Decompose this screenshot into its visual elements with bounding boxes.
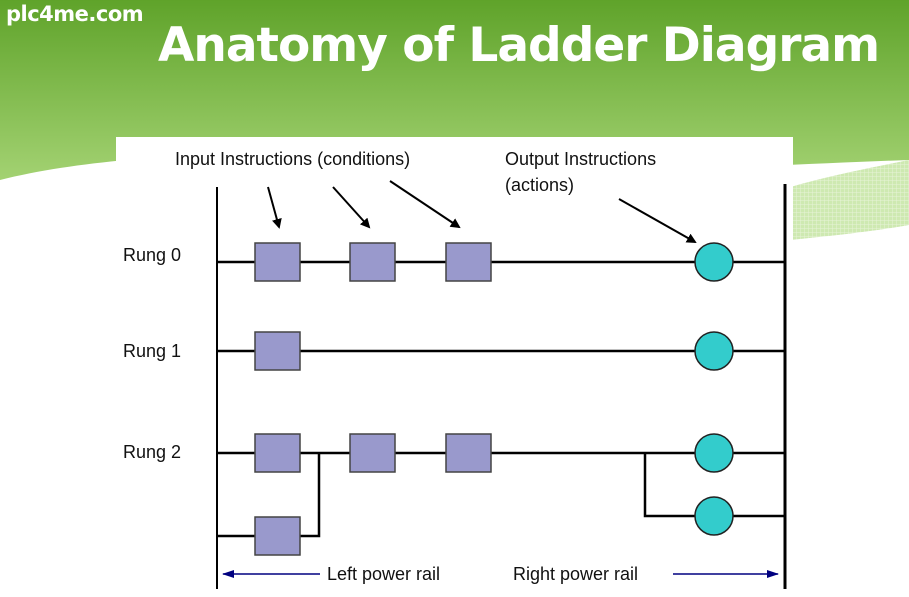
rung-1 <box>217 331 785 371</box>
rung-0 <box>217 242 785 282</box>
slide-title: Anatomy of Ladder Diagram <box>158 18 880 73</box>
rung-2-parallel-output-branch <box>643 453 785 518</box>
rung-2-coil-2[interactable] <box>694 496 734 536</box>
input-arrow-3 <box>389 180 461 229</box>
rung-2-contact-3[interactable] <box>445 433 492 473</box>
rung-2-coil-1[interactable] <box>694 433 734 473</box>
rung-0-label: Rung 0 <box>123 245 181 265</box>
rung-0-contact-1[interactable] <box>254 242 301 282</box>
rung-1-contact-1[interactable] <box>254 331 301 371</box>
site-watermark: plc4me.com <box>6 2 144 26</box>
output-instructions-label-line1: Output Instructions <box>505 149 656 169</box>
output-instructions-label-line2: (actions) <box>505 175 574 195</box>
rung-1-coil[interactable] <box>694 331 734 371</box>
rung-2 <box>217 433 785 556</box>
rung-2-parallel-input-branch <box>217 453 321 538</box>
input-arrow-1 <box>267 186 282 229</box>
output-arrow <box>618 198 697 243</box>
rung-2-contact-1[interactable] <box>254 433 301 473</box>
right-power-rail-label: Right power rail <box>513 564 638 584</box>
ladder-diagram: Input Instructions (conditions) Output I… <box>123 149 787 589</box>
rung-2-label: Rung 2 <box>123 442 181 462</box>
ladder-diagram-panel: Input Instructions (conditions) Output I… <box>116 137 793 597</box>
input-arrow-2 <box>332 186 371 229</box>
rung-0-contact-2[interactable] <box>349 242 396 282</box>
left-power-rail-label: Left power rail <box>327 564 440 584</box>
rung-2-branch-contact[interactable] <box>254 516 301 556</box>
input-instructions-label: Input Instructions (conditions) <box>175 149 410 169</box>
rung-0-coil[interactable] <box>694 242 734 282</box>
rung-0-contact-3[interactable] <box>445 242 492 282</box>
rung-1-label: Rung 1 <box>123 341 181 361</box>
rung-2-contact-2[interactable] <box>349 433 396 473</box>
header-background <box>0 0 909 240</box>
